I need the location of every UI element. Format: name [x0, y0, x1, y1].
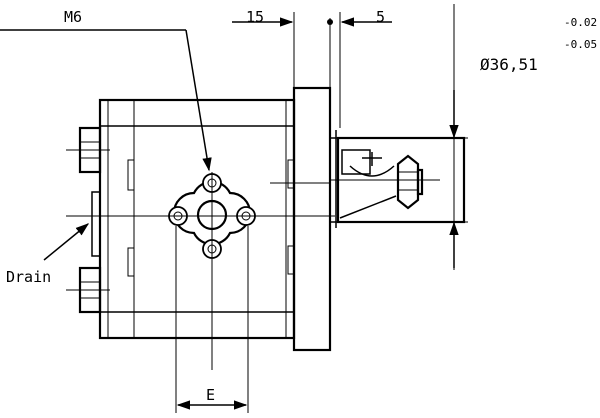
drain-label: Drain [6, 268, 51, 286]
rear-bolts [78, 126, 102, 314]
m6-callout [0, 29, 212, 172]
shaft [335, 130, 466, 228]
e-dimension [175, 226, 249, 413]
diameter-label: Ø36,51 [480, 55, 538, 74]
dim-15-label: 15 [246, 8, 264, 26]
top-dimensions [232, 12, 392, 128]
center-lines [66, 149, 440, 370]
drain-callout [43, 223, 90, 261]
mounting-flange [292, 86, 340, 352]
pump-body [98, 98, 296, 340]
diameter-dimension [440, 4, 468, 270]
tolerance-lower: -0.05 [564, 38, 597, 51]
tolerance-upper: -0.02 [564, 16, 597, 29]
m6-label: M6 [64, 8, 82, 26]
dim-5-label: 5 [376, 8, 385, 26]
shaft-nut [396, 154, 424, 210]
e-label: E [206, 386, 215, 404]
